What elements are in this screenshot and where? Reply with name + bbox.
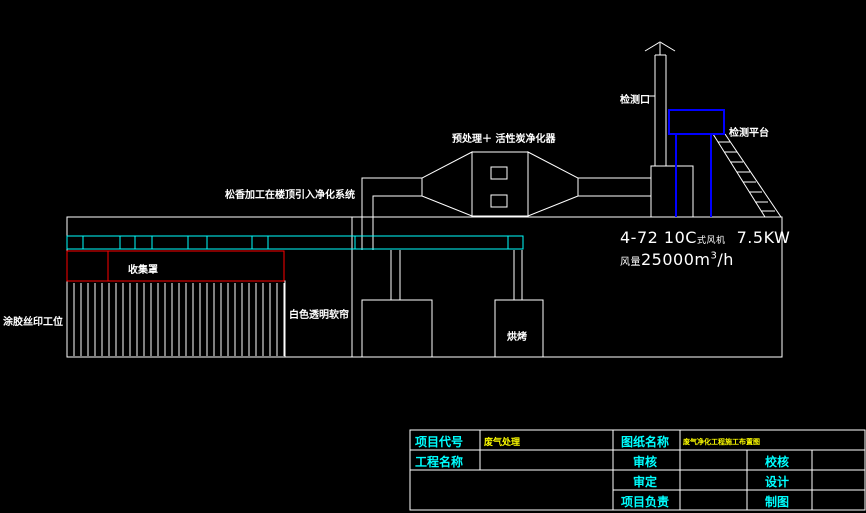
- label-inspection-platform: 检测平台: [729, 128, 769, 139]
- label-ducting: 松香加工在楼顶引入净化系统: [225, 190, 355, 201]
- inspection-platform: [668, 109, 725, 135]
- fan-spec: 4-72 10C式风机 7.5KW: [620, 228, 790, 247]
- purifier-window-top: [490, 166, 508, 180]
- fan-power: 7.5KW: [736, 228, 791, 247]
- title-block-grid: [409, 429, 866, 511]
- label-soft-curtain: 白色透明软帘: [289, 310, 349, 321]
- duct-left-inner: [372, 195, 422, 250]
- fan-type: 式风机: [696, 236, 726, 246]
- label-oven: 烘烤: [507, 332, 527, 343]
- ladder-rail-left: [712, 133, 766, 218]
- curtain-strips: [73, 283, 285, 356]
- tb-project-code-value: 废气处理: [484, 438, 521, 448]
- oven-box: [494, 299, 544, 358]
- airflow-prefix: 风量: [620, 257, 641, 268]
- collection-hood: [66, 250, 285, 282]
- label-pretreatment-purifier: 预处理＋ 活性炭净化器: [452, 134, 556, 145]
- tb-draft-label: 制图: [765, 495, 790, 509]
- fan-box: [650, 165, 694, 218]
- tb-project-code-label: 项目代号: [415, 435, 464, 449]
- airflow-exponent: 3: [710, 250, 718, 262]
- tb-check-label: 校核: [765, 455, 790, 469]
- collection-duct-dividers: [82, 236, 509, 249]
- fan-model: 4-72 10C: [620, 228, 697, 247]
- tb-engineering-name-label: 工程名称: [415, 455, 464, 469]
- purifier-inlet-cone: [421, 151, 473, 217]
- airflow-unit: /h: [717, 250, 734, 269]
- tb-design-label: 设计: [765, 475, 790, 489]
- duct-left-outer: [361, 177, 422, 250]
- label-workstation: 涂胶丝印工位: [3, 317, 63, 328]
- equipment-box-left: [361, 299, 433, 358]
- purifier-window-bottom: [490, 194, 508, 208]
- tb-drawing-name-value: 废气净化工程施工布置图: [683, 438, 760, 446]
- stack-arrow-head: [644, 41, 676, 52]
- label-collection-hood: 收集罩: [128, 265, 158, 276]
- tb-review-label: 审核: [633, 455, 658, 469]
- collection-duct: [66, 235, 524, 250]
- ladder-rail-right: [724, 133, 782, 218]
- purifier-body: [471, 151, 529, 217]
- label-sampling-port: 检测口: [620, 95, 650, 106]
- tb-approve-label: 审定: [633, 475, 658, 489]
- curtain-frame: [66, 280, 286, 358]
- airflow-value: 25000m: [641, 250, 711, 269]
- tb-project-lead-label: 项目负责: [621, 495, 670, 509]
- airflow-spec: 风量25000m3/h: [620, 250, 734, 269]
- purifier-outlet-cone: [527, 151, 579, 217]
- tb-drawing-name-label: 图纸名称: [621, 435, 670, 449]
